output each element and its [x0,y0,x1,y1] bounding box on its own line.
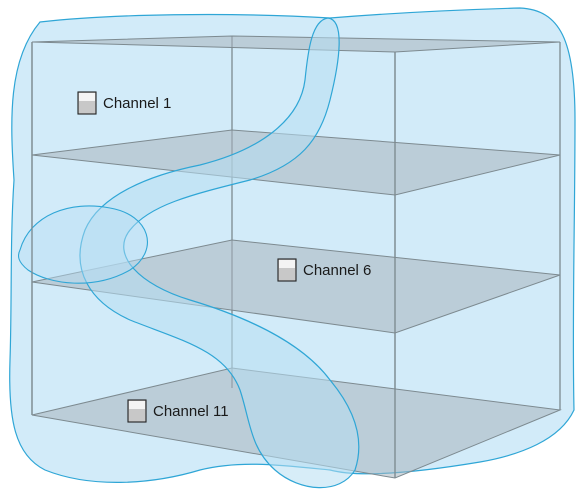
coverage-area-snake [79,17,360,489]
router-icon-top [79,93,95,101]
building-front-edges [31,42,396,478]
access-point-channel-6[interactable]: Channel 6 [277,258,371,282]
ap-label: Channel 1 [103,95,171,112]
access-point-channel-1[interactable]: Channel 1 [77,91,171,115]
floor-roof [31,35,561,53]
router-icon-top [279,260,295,268]
coverage-area-large [9,7,576,483]
floor-3 [31,129,561,196]
floor-2 [31,239,561,334]
ap-label: Channel 11 [153,403,229,420]
ap-label: Channel 6 [303,262,371,279]
router-icon-top [129,401,145,409]
coverage-area-lower [18,205,148,284]
access-point-channel-11[interactable]: Channel 11 [127,399,229,423]
